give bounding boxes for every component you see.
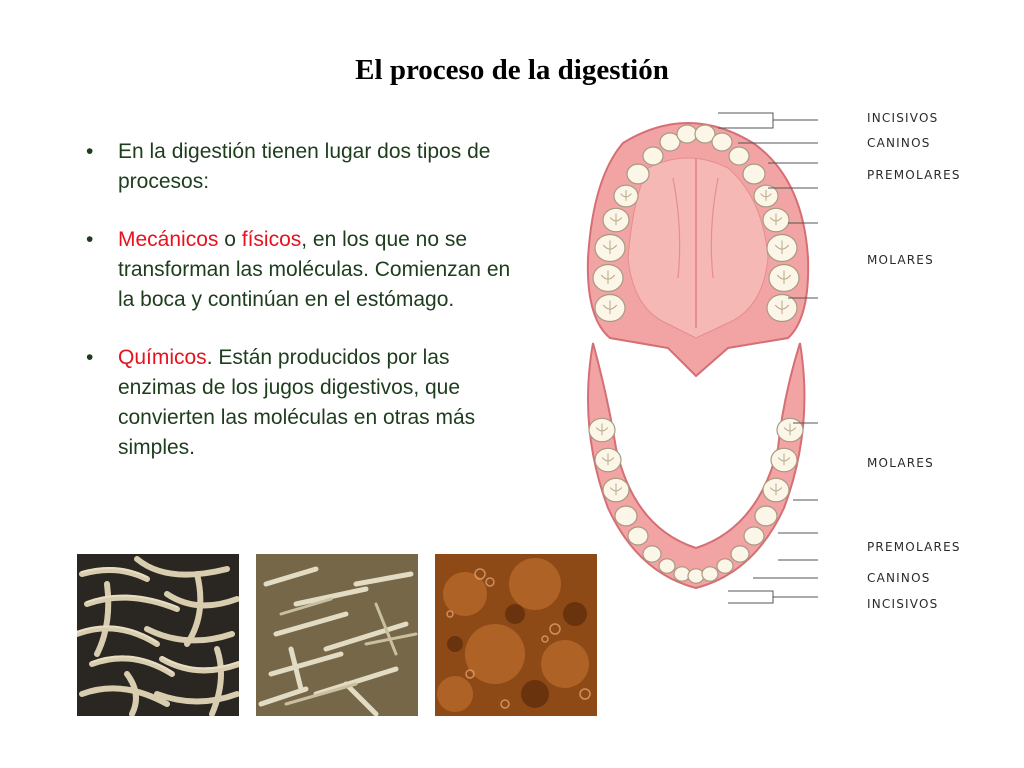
lower-tooth	[754, 505, 778, 527]
lower-tooth	[743, 526, 765, 546]
term-mecanicos: Mecánicos	[118, 228, 219, 251]
bullet-text: En la digestión tienen lugar dos tipos d…	[118, 140, 491, 193]
upper-tooth	[642, 146, 664, 166]
term-quimicos: Químicos	[118, 346, 207, 369]
lower-tooth	[614, 505, 638, 527]
lower-tooth	[658, 558, 676, 574]
label-lower-molares: MOLARES	[867, 456, 934, 470]
lower-tooth-groove	[777, 453, 791, 466]
upper-tooth-groove	[774, 300, 790, 314]
lower-teeth	[588, 417, 804, 584]
lower-tooth-groove	[769, 483, 783, 496]
lower-tooth	[673, 566, 691, 582]
photo-noodles	[77, 554, 239, 716]
upper-tooth	[728, 146, 750, 166]
upper-tooth	[676, 124, 698, 144]
lower-tooth	[627, 526, 649, 546]
label-upper-molares: MOLARES	[867, 253, 934, 267]
lower-tooth	[716, 558, 734, 574]
label-lower-incisivos: INCISIVOS	[867, 597, 939, 611]
label-lower-caninos: CANINOS	[867, 571, 931, 585]
slide-title: El proceso de la digestión	[355, 54, 669, 86]
label-upper-premolares: PREMOLARES	[867, 168, 961, 182]
lower-gum	[587, 342, 806, 590]
lower-tooth-groove	[595, 423, 609, 436]
lower-tooth-groove	[783, 423, 797, 436]
bullet-mechanical: Mecánicos o físicos, en los que no se tr…	[78, 225, 518, 315]
conjunction: o	[218, 228, 242, 251]
upper-tooth-groove	[760, 190, 772, 201]
upper-palate	[627, 157, 769, 339]
label-lower-premolares: PREMOLARES	[867, 540, 961, 554]
upper-tooth-groove	[776, 270, 792, 284]
bullet-text: . Están producidos por las enzimas de lo…	[118, 346, 476, 459]
bullet-list: En la digestión tienen lugar dos tipos d…	[78, 137, 518, 491]
upper-tooth-groove	[602, 240, 618, 254]
lower-tooth	[642, 545, 662, 563]
upper-tooth	[659, 132, 681, 152]
upper-tooth-groove	[769, 213, 783, 226]
lower-tooth	[701, 566, 719, 582]
teeth-diagram: INCISIVOS CANINOS PREMOLARES MOLARES MOL…	[578, 108, 959, 618]
upper-teeth	[592, 124, 800, 323]
upper-tooth	[694, 124, 716, 144]
lower-tooth	[730, 545, 750, 563]
lower-tooth	[687, 568, 705, 584]
lower-tooth-groove	[601, 453, 615, 466]
lower-tooth-groove	[609, 483, 623, 496]
upper-tooth-groove	[600, 270, 616, 284]
upper-tooth-groove	[609, 213, 623, 226]
upper-tooth-groove	[602, 300, 618, 314]
upper-tooth	[742, 163, 766, 185]
label-upper-caninos: CANINOS	[867, 136, 931, 150]
label-upper-incisivos: INCISIVOS	[867, 111, 939, 125]
upper-tooth-groove	[774, 240, 790, 254]
dental-arches-illustration	[586, 112, 863, 604]
bullet-text: , en los que no se transforman las moléc…	[118, 228, 511, 311]
upper-tooth-groove	[620, 190, 632, 201]
photo-digested-mass	[435, 554, 597, 716]
bullet-digestion-types: En la digestión tienen lugar dos tipos d…	[78, 137, 518, 197]
photo-chewed-food	[256, 554, 418, 716]
term-fisicos: físicos	[241, 228, 302, 251]
upper-tooth	[711, 132, 733, 152]
bullet-chemical: Químicos. Están producidos por las enzim…	[78, 343, 518, 463]
upper-tooth	[626, 163, 650, 185]
